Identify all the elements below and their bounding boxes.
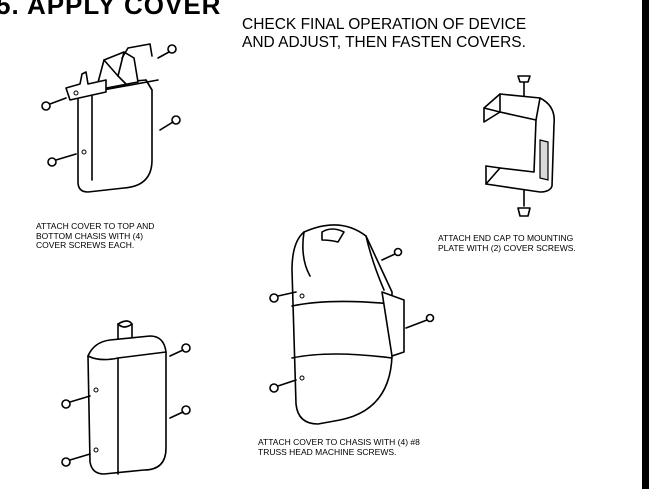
cover-screw-icon: [41, 97, 67, 111]
cover-screw-icon: [61, 453, 91, 467]
cover-screw-icon: [157, 44, 177, 59]
bottom-chasis-cover-illustration: [87, 320, 167, 475]
cover-screw-icon: [169, 405, 191, 419]
caption-chasis-cover: ATTACH COVER TO CHASIS WITH (4) #8 TRUSS…: [258, 437, 420, 457]
instruction-heading-line-1: CHECK FINAL OPERATION OF DEVICE: [242, 16, 527, 33]
caption-line: TRUSS HEAD MACHINE SCREWS.: [258, 446, 397, 457]
page-edge-bar: [642, 0, 649, 489]
cover-screw-icon: [47, 153, 77, 167]
caption-line: ATTACH END CAP TO MOUNTING: [438, 233, 574, 243]
caption-line: BOTTOM CHASIS WITH (4): [36, 230, 144, 241]
caption-line: COVER SCREWS EACH.: [36, 240, 135, 250]
caption-line: PLATE WITH (2) COVER SCREWS.: [438, 242, 576, 253]
top-chasis-cover-illustration: [65, 43, 159, 193]
caption-end-cap: ATTACH END CAP TO MOUNTING PLATE WITH (2…: [438, 233, 576, 253]
caption-top-bottom-covers: ATTACH COVER TO TOP AND BOTTOM CHASIS WI…: [36, 221, 155, 251]
caption-line: ATTACH COVER TO CHASIS WITH (4) #8: [258, 437, 420, 447]
cover-screw-icon: [159, 115, 181, 131]
end-cap-illustration: [483, 93, 556, 193]
end-cap-screw-top-icon: [517, 75, 531, 97]
page-title: 5. APPLY COVER: [0, 0, 222, 20]
chasis-cover-illustration: [291, 224, 405, 425]
caption-line: ATTACH COVER TO TOP AND: [36, 221, 155, 231]
cover-screw-icon: [61, 395, 91, 409]
end-cap-screw-bottom-icon: [517, 189, 531, 217]
instruction-heading-line-2: AND ADJUST, THEN FASTEN COVERS.: [242, 34, 526, 51]
cover-screw-icon: [169, 343, 191, 357]
chasis-screw-icon: [269, 379, 297, 393]
instruction-heading: CHECK FINAL OPERATION OF DEVICE AND ADJU…: [242, 16, 526, 52]
chasis-screw-icon: [381, 247, 403, 261]
chasis-screw-icon: [269, 291, 297, 303]
chasis-screw-icon: [405, 313, 435, 329]
